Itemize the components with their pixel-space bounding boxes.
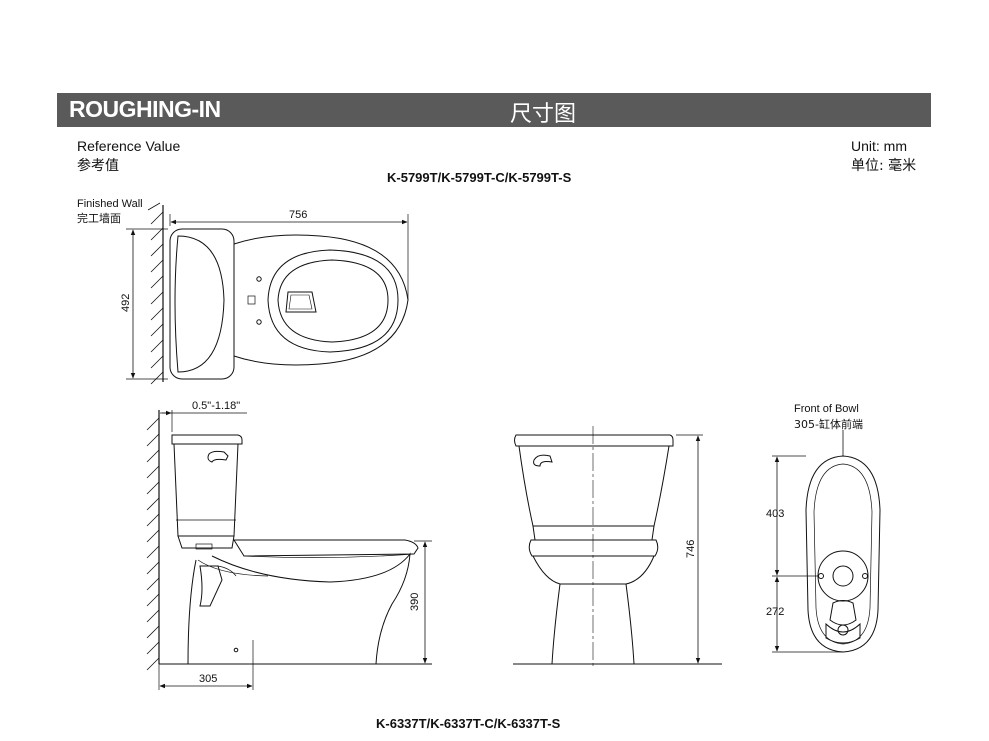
inlet-bottom xyxy=(837,624,849,636)
bowl-front xyxy=(532,555,655,585)
trapway-side xyxy=(199,565,223,607)
bowl-side-front xyxy=(211,552,411,665)
dim-bowl-height: 390 xyxy=(409,593,421,611)
outlet-hole xyxy=(832,565,854,587)
tank-base-side xyxy=(177,535,235,549)
bolt-hole-lower xyxy=(256,319,262,325)
outlet-ring xyxy=(817,550,869,602)
page-title-cn: 尺寸图 xyxy=(510,102,577,127)
model-number-bottom: K-6337T/K-6337T-C/K-6337T-S xyxy=(376,716,561,731)
finished-wall-label-cn: 完工墙面 xyxy=(77,212,121,225)
tank-body-front xyxy=(518,445,670,527)
page-title: ROUGHING-IN xyxy=(69,96,221,122)
tank-base-front xyxy=(532,525,655,541)
bolt-left xyxy=(818,573,824,579)
tank-top-outline xyxy=(169,228,235,380)
bowl-bottom-outline xyxy=(805,455,881,653)
wall-hatch-top xyxy=(150,211,164,385)
reference-label-cn: 参考值 xyxy=(77,158,119,174)
reference-label: Reference Value xyxy=(77,138,181,154)
tank-body-side xyxy=(173,443,239,537)
top-view xyxy=(126,202,409,385)
seat-front xyxy=(528,539,659,557)
front-foot-bottom xyxy=(825,622,861,644)
seat-inner xyxy=(277,259,389,343)
dim-total-height: 746 xyxy=(685,540,697,558)
front-of-bowl-label: Front of Bowl xyxy=(794,403,859,415)
trapway-bottom xyxy=(829,600,857,626)
seat-outline xyxy=(267,249,399,353)
tank-lid-inner xyxy=(174,235,225,373)
bolt-hole-upper xyxy=(256,276,262,282)
dim-outlet-offset: 272 xyxy=(766,606,784,618)
logo-plate xyxy=(247,295,256,305)
bottom-view xyxy=(772,430,881,653)
wall-hatch-side xyxy=(146,417,160,671)
tank-lid-front xyxy=(514,434,674,447)
dim-bowl-front: 403 xyxy=(766,508,784,520)
tank-lid-side xyxy=(171,434,243,445)
bowl-top-outline xyxy=(233,234,409,366)
floor-bolt-side xyxy=(233,647,239,653)
dim-depth-top: 492 xyxy=(120,294,132,312)
flush-handle-icon xyxy=(207,450,229,463)
unit-label-cn: 单位: 毫米 xyxy=(851,158,917,174)
flush-opening xyxy=(285,291,317,313)
bolt-right xyxy=(862,573,868,579)
dim-wall-gap: 0.5"-1.18" xyxy=(192,400,240,412)
seat-lid-side xyxy=(233,539,419,557)
dim-rough-in: 305 xyxy=(199,673,217,685)
header-banner: ROUGHING-IN 尺寸图 xyxy=(57,93,931,127)
finished-wall-label: Finished Wall xyxy=(77,198,143,210)
dim-width-top: 756 xyxy=(289,209,307,221)
unit-label: Unit: mm xyxy=(851,138,907,154)
pedestal-right xyxy=(625,583,635,665)
flush-handle-front-icon xyxy=(533,454,553,467)
front-of-bowl-label-cn: 305-缸体前端 xyxy=(794,418,863,431)
side-view xyxy=(146,410,432,690)
model-number-top: K-5799T/K-5799T-C/K-5799T-S xyxy=(387,170,572,185)
front-view xyxy=(513,426,722,668)
bowl-base-rear xyxy=(187,559,197,665)
pedestal-left xyxy=(551,583,561,665)
